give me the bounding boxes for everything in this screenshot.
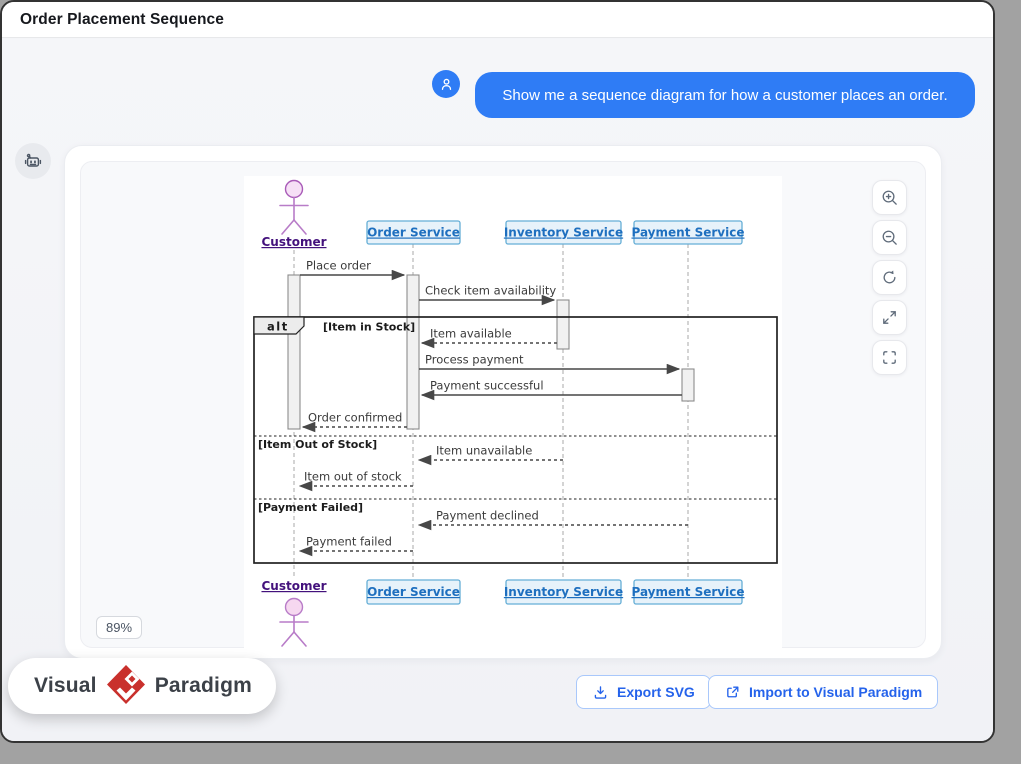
sequence-diagram: Customer Order Service Inventory Service xyxy=(244,176,782,650)
message-label: Check item availability xyxy=(425,284,556,298)
actor-customer-bottom[interactable]: Customer xyxy=(261,579,327,647)
message-lines xyxy=(298,269,688,557)
person-icon xyxy=(441,78,451,90)
expand-arrows-icon xyxy=(883,311,896,324)
participant-order-service-bottom[interactable]: Order Service xyxy=(366,579,461,605)
zoom-in-icon xyxy=(882,190,897,205)
actor-customer-top[interactable]: Customer xyxy=(261,179,327,250)
participant-payment-service-bottom[interactable]: Payment Service xyxy=(631,579,745,605)
user-message-text: Show me a sequence diagram for how a cus… xyxy=(502,86,948,104)
export-svg-button[interactable]: Export SVG xyxy=(576,675,711,709)
fullscreen-button[interactable] xyxy=(872,340,907,375)
visual-paradigm-brand: Visual Paradigm xyxy=(8,658,276,714)
alt-operator-tab xyxy=(253,316,305,335)
participant-label[interactable]: Order Service xyxy=(367,226,460,240)
sequence-diagram-svg: Customer Order Service Inventory Service xyxy=(253,179,778,647)
title-bar: Order Placement Sequence xyxy=(2,2,993,38)
export-svg-label: Export SVG xyxy=(617,684,695,700)
import-to-visual-paradigm-label: Import to Visual Paradigm xyxy=(749,684,923,700)
zoom-out-icon xyxy=(882,230,897,245)
participant-label[interactable]: Inventory Service xyxy=(504,226,623,240)
activation-bars xyxy=(287,274,695,430)
app-window: Order Placement Sequence Show me a seque… xyxy=(0,0,995,743)
participant-inventory-service-top[interactable]: Inventory Service xyxy=(504,220,623,245)
diagram-card: Customer Order Service Inventory Service xyxy=(64,145,942,659)
participant-inventory-service-bottom[interactable]: Inventory Service xyxy=(504,579,623,605)
robot-icon xyxy=(24,153,42,167)
content-area: Show me a sequence diagram for how a cus… xyxy=(2,39,993,741)
zoom-in-button[interactable] xyxy=(872,180,907,215)
guard-item-out-of-stock: [Item Out of Stock] xyxy=(258,438,377,451)
brand-word-visual: Visual xyxy=(34,674,97,697)
participant-order-service-top[interactable]: Order Service xyxy=(366,220,461,245)
message-label: Process payment xyxy=(425,353,524,367)
zoom-level-badge: 89% xyxy=(96,616,143,639)
actor-label[interactable]: Customer xyxy=(261,579,326,593)
participant-label[interactable]: Payment Service xyxy=(631,226,744,240)
participant-label[interactable]: Payment Service xyxy=(631,585,744,599)
message-labels: Place order Check item availability Item… xyxy=(304,259,556,549)
reset-view-button[interactable] xyxy=(872,260,907,295)
zoom-out-button[interactable] xyxy=(872,220,907,255)
message-label: Order confirmed xyxy=(308,411,402,425)
bot-avatar xyxy=(15,143,51,179)
external-link-icon xyxy=(727,686,739,697)
fit-to-screen-button[interactable] xyxy=(872,300,907,335)
participant-payment-service-top[interactable]: Payment Service xyxy=(631,220,745,245)
guard-payment-failed: [Payment Failed] xyxy=(258,501,363,514)
message-label: Payment successful xyxy=(430,379,544,393)
user-chat-bubble: Show me a sequence diagram for how a cus… xyxy=(475,72,975,118)
import-to-visual-paradigm-button[interactable]: Import to Visual Paradigm xyxy=(708,675,939,709)
actor-label[interactable]: Customer xyxy=(261,235,326,249)
participant-label[interactable]: Order Service xyxy=(367,585,460,599)
guard-item-in-stock: [Item in Stock] xyxy=(323,321,415,334)
message-label: Payment failed xyxy=(306,535,392,549)
message-label: Item out of stock xyxy=(304,470,402,484)
zoom-controls xyxy=(872,180,907,375)
diagram-viewport[interactable]: Customer Order Service Inventory Service xyxy=(80,161,926,650)
page-title: Order Placement Sequence xyxy=(20,10,224,28)
reset-icon xyxy=(883,270,896,284)
message-label: Item available xyxy=(430,327,512,341)
alt-fragment: alt [Item in Stock] [Item Out of Stock] … xyxy=(253,316,778,564)
participant-label[interactable]: Inventory Service xyxy=(504,585,623,599)
visual-paradigm-logo-icon xyxy=(106,665,145,704)
message-label: Place order xyxy=(306,259,371,273)
message-label: Item unavailable xyxy=(436,444,532,458)
user-avatar xyxy=(432,70,460,98)
alt-operator-label: alt xyxy=(267,320,289,334)
download-icon xyxy=(594,685,607,699)
message-label: Payment declined xyxy=(436,509,539,523)
fullscreen-icon xyxy=(883,351,896,364)
brand-word-paradigm: Paradigm xyxy=(154,674,252,697)
